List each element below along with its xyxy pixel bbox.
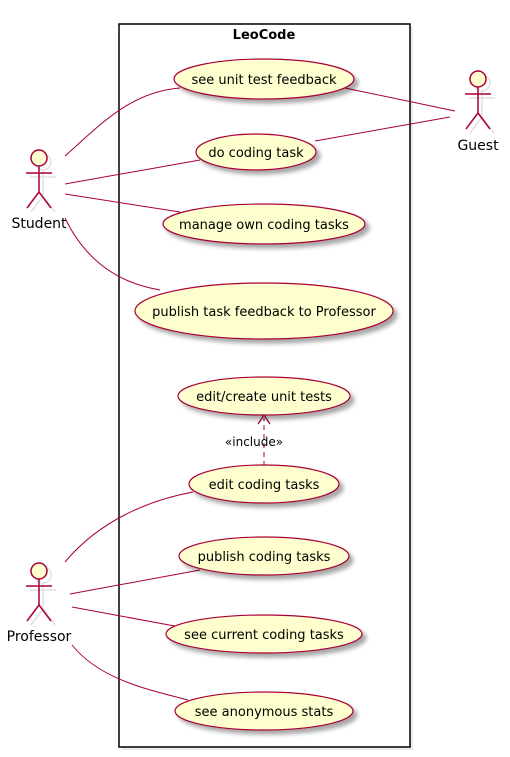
actor-guest[interactable]: Guest: [457, 70, 499, 154]
assoc-guest-do-coding-task: [314, 116, 451, 142]
system-title: LeoCode: [233, 28, 296, 43]
use-case-publish-task-feedback[interactable]: publish task feedback to Professor: [134, 282, 394, 340]
use-case-edit-create-unit-tests[interactable]: edit/create unit tests: [177, 376, 351, 416]
use-case-label: see anonymous stats: [195, 705, 334, 720]
assoc-guest-see-unit-test-feedback: [344, 87, 456, 112]
assoc-professor-publish-coding-tasks: [69, 569, 201, 595]
assoc-student-do-coding-task: [64, 159, 201, 185]
use-case-label: publish coding tasks: [198, 550, 331, 565]
use-case-label: edit coding tasks: [209, 478, 320, 493]
include-stereotype: «include»: [225, 435, 283, 449]
use-case-do-coding-task[interactable]: do coding task: [195, 133, 317, 171]
associations: [64, 87, 456, 701]
use-case-label: edit/create unit tests: [196, 390, 332, 405]
assoc-student-see-unit-test-feedback: [64, 87, 181, 157]
use-case-see-current-coding-tasks[interactable]: see current coding tasks: [165, 614, 363, 654]
actor-professor[interactable]: Professor: [7, 562, 72, 645]
assoc-professor-see-anonymous-stats: [71, 644, 189, 701]
use-case-label: publish task feedback to Professor: [152, 305, 376, 320]
use-case-publish-coding-tasks[interactable]: publish coding tasks: [178, 536, 350, 576]
use-case-label: manage own coding tasks: [179, 218, 349, 233]
actor-student[interactable]: Student: [11, 149, 67, 232]
use-case-see-anonymous-stats[interactable]: see anonymous stats: [174, 691, 354, 731]
use-case-manage-own-coding-tasks[interactable]: manage own coding tasks: [162, 203, 366, 245]
use-case-edit-coding-tasks[interactable]: edit coding tasks: [188, 464, 340, 504]
use-case-label: see unit test feedback: [191, 73, 337, 88]
stick-figure-icon: [465, 70, 495, 134]
use-case-label: see current coding tasks: [184, 628, 344, 643]
stick-figure-icon: [26, 149, 56, 213]
actor-label: Guest: [457, 138, 499, 154]
actor-label: Student: [11, 216, 67, 232]
assoc-professor-edit-coding-tasks: [64, 491, 194, 563]
assoc-student-manage-own-coding-tasks: [64, 193, 181, 213]
assoc-student-publish-task-feedback: [64, 217, 161, 291]
stick-figure-icon: [26, 562, 56, 626]
use-case-label: do coding task: [208, 146, 304, 161]
use-case-see-unit-test-feedback[interactable]: see unit test feedback: [173, 58, 355, 100]
actor-label: Professor: [7, 629, 72, 645]
assoc-professor-see-current-coding-tasks: [71, 606, 181, 628]
